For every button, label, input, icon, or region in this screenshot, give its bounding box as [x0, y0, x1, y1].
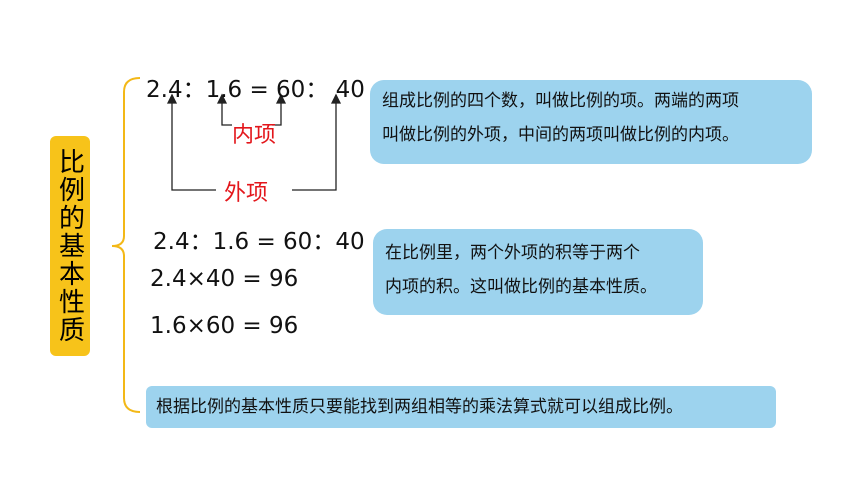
conclusion-callout: 根据比例的基本性质只要能找到两组相等的乘法算式就可以组成比例。 [146, 386, 776, 428]
outer-term-label: 外项 [224, 181, 269, 206]
callout-line: 叫做比例的外项，中间的两项叫做比例的内项。 [382, 125, 739, 145]
inner-term-arrows [216, 93, 287, 126]
ratio-top: 2.4：1.6 = 60： 40 [146, 77, 365, 103]
property-callout: 在比例里，两个外项的积等于两个 内项的积。这叫做比例的基本性质。 [373, 229, 703, 315]
terms-definition-callout: 组成比例的四个数，叫做比例的项。两端的两项 叫做比例的外项，中间的两项叫做比例的… [370, 80, 812, 164]
inner-term-label: 内项 [232, 123, 277, 148]
ratio-middle: 2.4：1.6 = 60：40 [153, 229, 365, 255]
product-inner: 1.6×60 = 96 [150, 313, 299, 339]
product-outer: 2.4×40 = 96 [150, 266, 299, 292]
outer-term-arrows [166, 93, 342, 191]
title-box: 比例的基本性质 [50, 136, 90, 356]
title-text: 比例的基本性质 [54, 148, 85, 344]
callout-line: 根据比例的基本性质只要能找到两组相等的乘法算式就可以组成比例。 [156, 397, 683, 417]
callout-line: 在比例里，两个外项的积等于两个 [385, 243, 640, 263]
curly-bracket [111, 77, 141, 413]
callout-line: 内项的积。这叫做比例的基本性质。 [385, 277, 657, 297]
callout-line: 组成比例的四个数，叫做比例的项。两端的两项 [382, 91, 739, 111]
